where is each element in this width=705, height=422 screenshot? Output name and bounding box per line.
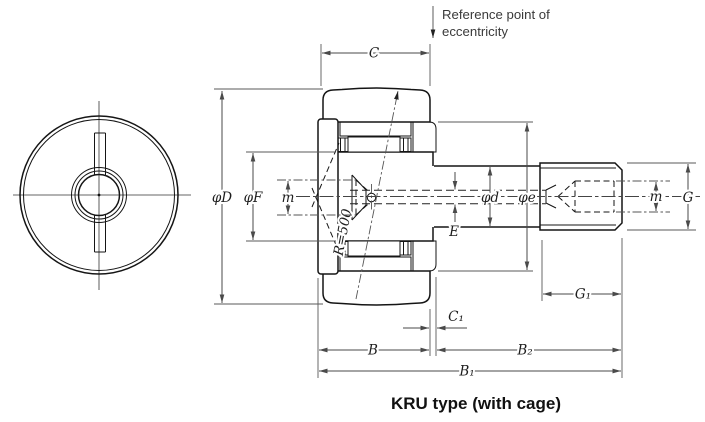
dimensions: φD φF m C C₁ B B₂ B₁ G₁ E φd φe bbox=[210, 44, 696, 382]
driver-slot bbox=[94, 132, 106, 253]
eccentric-axis-lines bbox=[350, 189, 546, 205]
dim-phi-e: φe bbox=[518, 190, 535, 206]
front-view bbox=[13, 101, 191, 290]
outer-ring-edge-circle bbox=[23, 119, 175, 271]
end-washer-section bbox=[412, 121, 437, 272]
annotation-line2: eccentricity bbox=[442, 24, 508, 39]
left-hex-socket bbox=[351, 174, 377, 221]
drill-relief bbox=[545, 184, 557, 209]
outer-ring-section bbox=[322, 87, 431, 306]
dim-phi-F: φF bbox=[244, 190, 263, 206]
dim-m-right: m bbox=[650, 189, 663, 205]
crown-radius-leader bbox=[355, 90, 399, 300]
dim-E: E bbox=[448, 224, 459, 240]
dim-B2: B₂ bbox=[516, 343, 532, 359]
annotation-line1: Reference point of bbox=[442, 7, 550, 22]
dim-C1: C₁ bbox=[448, 309, 464, 325]
dim-G1: G₁ bbox=[575, 287, 591, 303]
dim-B: B bbox=[367, 343, 378, 359]
dim-G: G bbox=[683, 190, 694, 206]
socket-flat-lines bbox=[277, 179, 670, 216]
section-view: R=500 bbox=[296, 87, 700, 306]
dim-m-left: m bbox=[282, 190, 295, 206]
figure-caption: KRU type (with cage) bbox=[391, 394, 561, 413]
center-hole-circle bbox=[77, 173, 121, 217]
dim-phi-D: φD bbox=[212, 190, 232, 206]
outer-ring-od-circle bbox=[19, 115, 179, 275]
center-point bbox=[97, 193, 101, 197]
flange-circle bbox=[71, 167, 127, 223]
dim-C: C bbox=[369, 46, 380, 62]
dim-B1: B₁ bbox=[458, 364, 474, 380]
extension-lines bbox=[214, 44, 696, 378]
counterbore-circle bbox=[74, 170, 124, 220]
dim-phi-d: φd bbox=[481, 190, 499, 206]
eccentricity-annotation: Reference point of eccentricity bbox=[430, 6, 550, 39]
countersink bbox=[351, 174, 367, 221]
stud-shaft bbox=[434, 165, 540, 228]
